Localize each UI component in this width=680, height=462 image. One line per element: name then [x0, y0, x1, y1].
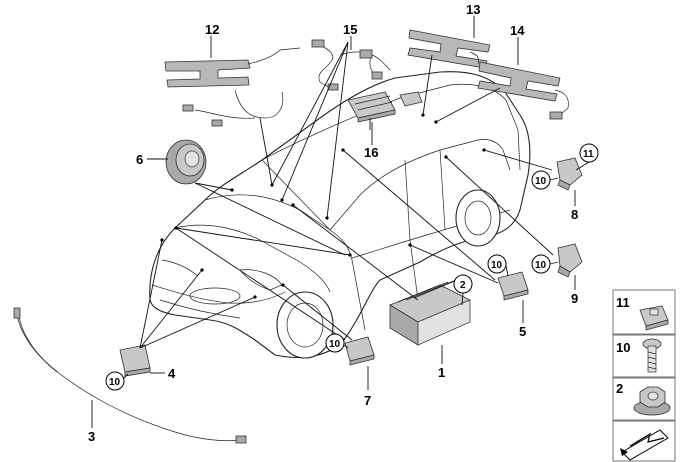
- callout-14: 14: [510, 23, 525, 38]
- circled-10-b: 10: [535, 260, 547, 271]
- circled-callouts: 11 10 10 10 2 10 10: [105, 143, 599, 391]
- callout-3: 3: [88, 429, 95, 444]
- part-13-seat-mat: [407, 29, 491, 69]
- callout-4: 4: [168, 366, 176, 381]
- callout-12: 12: [205, 22, 219, 37]
- part-14-seat-mat: [477, 61, 569, 120]
- callout-8: 8: [571, 207, 578, 222]
- callout-1: 1: [438, 365, 445, 380]
- car-outline: [149, 71, 531, 359]
- legend-2-number: 2: [616, 381, 623, 396]
- leader-dots: [160, 113, 486, 299]
- callout-15: 15: [343, 22, 357, 37]
- part-9-sensor: [557, 243, 583, 278]
- clip-nut-icon: [639, 305, 669, 331]
- part-12-seat-mat: [164, 47, 301, 127]
- circled-10-c: 10: [491, 260, 503, 271]
- callout-9: 9: [571, 291, 578, 306]
- hex-nut-icon: [633, 386, 671, 416]
- callout-5: 5: [519, 324, 526, 339]
- circled-11: 11: [583, 149, 594, 160]
- circled-10-d: 10: [329, 339, 341, 350]
- part-4-sensor: [119, 344, 151, 377]
- part-3-cable: [13, 307, 247, 444]
- circled-10-e: 10: [109, 377, 121, 388]
- part-15-wiring-harness: [311, 39, 391, 91]
- callout-16: 16: [364, 145, 378, 160]
- legend-panel: 11 10 2: [612, 289, 676, 462]
- bolt-icon: [642, 338, 662, 373]
- legend-11-number: 11: [616, 295, 630, 310]
- callout-13: 13: [466, 2, 480, 17]
- part-1-control-unit: [389, 277, 471, 346]
- part-8-sensor: [556, 157, 583, 191]
- reference-arrow-icon: [620, 429, 669, 461]
- callout-7: 7: [364, 393, 371, 408]
- part-5-sensor: [497, 271, 529, 301]
- part-6-steering-component: [165, 139, 207, 185]
- circled-2: 2: [460, 280, 466, 291]
- part-7-sensor: [344, 336, 375, 366]
- legend-10-number: 10: [616, 340, 630, 355]
- circled-10-a: 10: [535, 176, 547, 187]
- leader-lines: [139, 41, 554, 349]
- callout-6: 6: [136, 152, 143, 167]
- part-16-module: [347, 91, 423, 123]
- callout-labels: 12 15 13 14 6 16 8 9 5 1 7 4 3: [88, 2, 578, 444]
